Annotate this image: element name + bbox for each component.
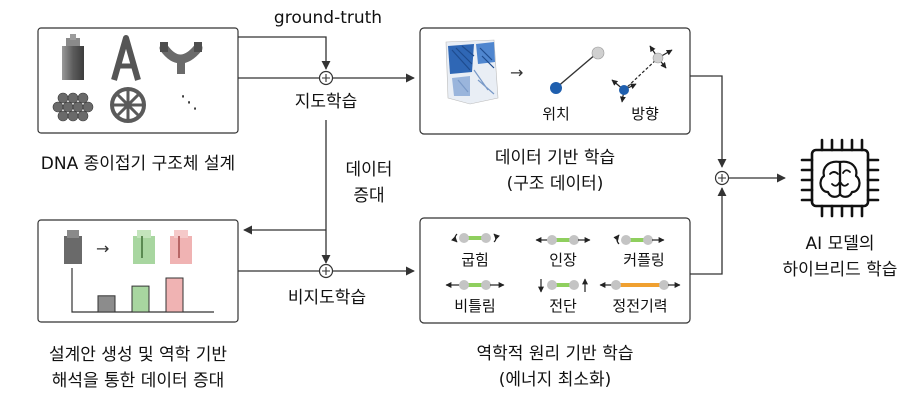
dna-cage-shape xyxy=(110,87,146,123)
term-electrostatic: 정전기력 xyxy=(612,297,668,315)
sum-node-bottom xyxy=(318,263,334,279)
sum-node-right xyxy=(714,170,730,186)
stretching-icon xyxy=(535,235,591,245)
augmentation-label-line1: 데이터 xyxy=(345,160,393,180)
position-label: 위치 xyxy=(542,105,570,123)
ground-truth-label: ground-truth xyxy=(273,8,383,28)
unsupervised-learning-label: 비지도학습 xyxy=(287,288,367,308)
position-icon xyxy=(550,46,605,94)
direction-icon xyxy=(611,45,673,103)
supervised-learning-label: 지도학습 xyxy=(294,92,358,112)
coupling-icon xyxy=(613,234,665,245)
direction-label: 방향 xyxy=(631,105,659,123)
dna-curved-tube-shape xyxy=(159,42,203,74)
aug-bar-3 xyxy=(165,277,184,313)
data-panel-caption-line1: 데이터 기반 학습 xyxy=(494,148,616,168)
aug-panel-caption-line1: 설계안 생성 및 역학 기반 xyxy=(48,345,227,365)
bending-icon xyxy=(451,233,500,243)
dna-bundle-shape xyxy=(52,92,94,122)
ground-truth-arrow xyxy=(238,36,331,70)
data-to-ai-sum-arrow xyxy=(690,75,727,168)
shearing-icon xyxy=(538,278,588,293)
ai-brain-chip-icon xyxy=(800,138,880,218)
term-shearing: 전단 xyxy=(549,297,577,315)
aug-bar-2 xyxy=(131,285,150,313)
sum-node-top xyxy=(318,70,334,86)
dna-more-ellipsis: ⋱ xyxy=(180,92,198,113)
aug-red-block xyxy=(170,230,192,264)
electrostatic-icon xyxy=(599,280,681,290)
data-structure-image xyxy=(445,39,499,105)
aug-bars xyxy=(97,277,184,313)
dna-letter-a-shape xyxy=(111,35,141,81)
aug-green-block xyxy=(133,230,155,264)
dna-panel-caption: DNA 종이접기 구조체 설계 xyxy=(40,154,236,174)
physics-panel xyxy=(419,217,691,324)
data-arrow-glyph: → xyxy=(510,63,523,82)
dna-block-shape xyxy=(62,34,84,80)
twisting-icon xyxy=(445,280,505,290)
aug-bar-1 xyxy=(97,295,116,313)
term-coupling: 커플링 xyxy=(623,251,665,269)
physics-panel-caption-line2: (에너지 최소화) xyxy=(498,370,612,390)
term-bending: 굽힘 xyxy=(461,251,489,269)
physics-to-ai-sum-arrow xyxy=(690,187,727,275)
data-panel-caption-line2: (구조 데이터) xyxy=(506,174,604,194)
ai-caption-line2: 하이브리드 학습 xyxy=(782,260,898,280)
aug-arrow-glyph: → xyxy=(96,239,109,258)
physics-panel-caption-line1: 역학적 원리 기반 학습 xyxy=(476,344,634,364)
term-twisting: 비틀림 xyxy=(454,297,496,315)
aug-panel-caption-line2: 해석을 통한 데이터 증대 xyxy=(51,371,225,391)
ai-caption-line1: AI 모델의 xyxy=(805,234,875,254)
augmentation-label-line2: 증대 xyxy=(353,186,385,206)
term-stretching: 인장 xyxy=(549,251,577,269)
aug-source-block xyxy=(64,230,82,264)
